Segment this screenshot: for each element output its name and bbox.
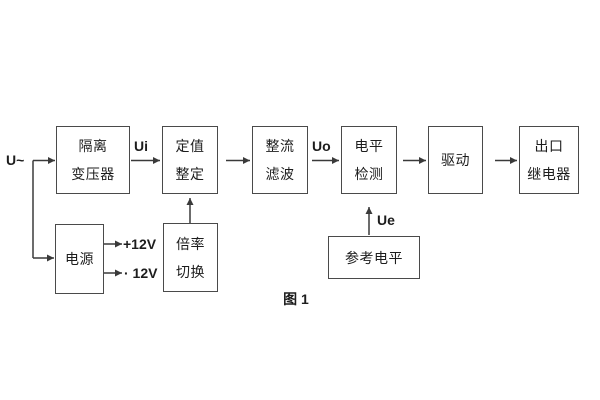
block-setting-adjustment: 定值 整定 xyxy=(162,126,218,194)
label-input-voltage: U~ xyxy=(6,152,25,168)
block-drive: 驱动 xyxy=(428,126,483,194)
block-text-line: 电源 xyxy=(65,251,94,267)
block-text-line: 电平 xyxy=(354,138,384,154)
block-text-line: 定值 xyxy=(175,138,205,154)
block-level-detection: 电平 检测 xyxy=(341,126,397,194)
block-text-line: 滤波 xyxy=(265,166,295,182)
block-output-relay: 出口 继电器 xyxy=(519,126,579,194)
label-uo: Uo xyxy=(312,138,331,154)
block-text-line: 出口 xyxy=(534,138,564,154)
block-power-supply: 电源 xyxy=(55,224,104,294)
block-text-line: 检测 xyxy=(354,166,384,182)
block-text-line: 参考电平 xyxy=(345,249,403,266)
label-ue: Ue xyxy=(377,212,395,228)
label-minus-12v: · 12V xyxy=(124,265,158,281)
block-text-line: 驱动 xyxy=(441,152,470,168)
block-text-line: 继电器 xyxy=(527,166,571,182)
block-rectifier-filter: 整流 滤波 xyxy=(252,126,308,194)
block-isolation-transformer: 隔离 变压器 xyxy=(56,126,130,194)
label-ui: Ui xyxy=(134,138,148,154)
block-text-line: 整定 xyxy=(175,166,205,182)
block-multiplier-switch: 倍率 切换 xyxy=(163,223,218,292)
block-text-line: 隔离 xyxy=(78,138,108,154)
block-reference-level: 参考电平 xyxy=(328,236,420,279)
figure-caption: 图 1 xyxy=(283,291,309,307)
block-text-line: 整流 xyxy=(265,138,295,154)
block-text-line: 变压器 xyxy=(71,166,115,182)
block-text-line: 切换 xyxy=(176,263,205,280)
label-plus-12v: +12V xyxy=(123,236,157,252)
block-text-line: 倍率 xyxy=(176,235,205,252)
